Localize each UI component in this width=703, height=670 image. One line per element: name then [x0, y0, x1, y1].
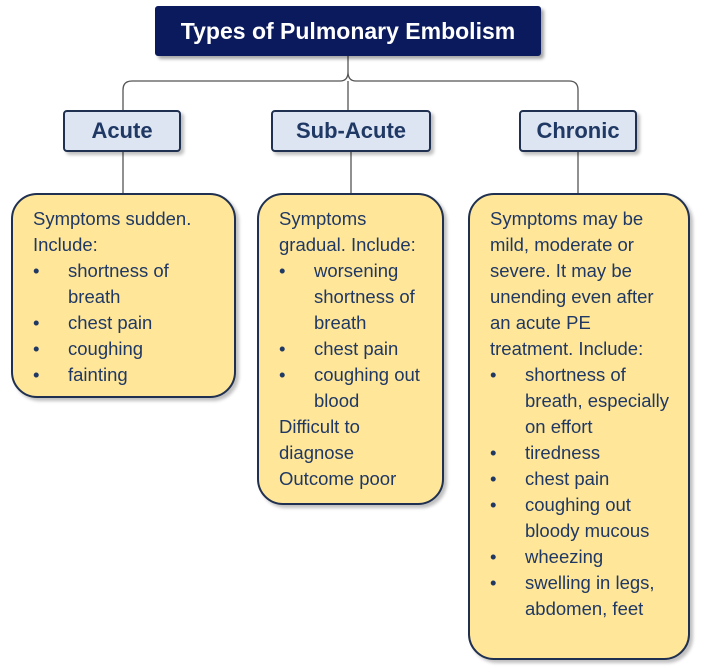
category-acute: Acute	[63, 110, 181, 152]
list-item: worsening shortness of breath	[279, 258, 430, 336]
detail-box-chronic: Symptoms may be mild, moderate or severe…	[468, 193, 690, 660]
list-item: fainting	[33, 362, 222, 388]
list-item: shortness of breath, especially on effor…	[490, 362, 676, 440]
diagram-title-text: Types of Pulmonary Embolism	[180, 17, 516, 44]
category-sub-acute: Sub-Acute	[271, 110, 431, 152]
sub-acute-note-outcome: Outcome poor	[279, 468, 397, 489]
list-item: coughing out blood	[279, 362, 430, 414]
sub-acute-symptom-list: worsening shortness of breath chest pain…	[279, 258, 430, 414]
list-item: coughing out bloody mucous	[490, 492, 676, 544]
chronic-intro: Symptoms may be mild, moderate or severe…	[490, 208, 654, 359]
list-item: wheezing	[490, 544, 676, 570]
list-item: swelling in legs, abdomen, feet	[490, 570, 676, 622]
chronic-symptom-list: shortness of breath, especially on effor…	[490, 362, 676, 622]
category-acute-label: Acute	[91, 118, 153, 143]
acute-symptom-list: shortness of breath chest pain coughing …	[33, 258, 222, 388]
list-item: shortness of breath	[33, 258, 222, 310]
detail-box-sub-acute: Symptoms gradual. Include: worsening sho…	[257, 193, 444, 505]
list-item: chest pain	[490, 466, 676, 492]
acute-intro: Symptoms sudden. Include:	[33, 208, 192, 255]
category-chronic-label: Chronic	[536, 118, 620, 143]
sub-acute-intro: Symptoms gradual. Include:	[279, 208, 416, 255]
list-item: tiredness	[490, 440, 676, 466]
list-item: coughing	[33, 336, 222, 362]
list-item: chest pain	[33, 310, 222, 336]
category-chronic: Chronic	[519, 110, 637, 152]
title-bracket	[122, 56, 579, 110]
category-sub-acute-label: Sub-Acute	[296, 118, 406, 143]
list-item: chest pain	[279, 336, 430, 362]
diagram-title: Types of Pulmonary Embolism	[155, 6, 541, 56]
sub-acute-note-diagnosis: Difficult to diagnose	[279, 416, 360, 463]
detail-box-acute: Symptoms sudden. Include: shortness of b…	[11, 193, 236, 398]
